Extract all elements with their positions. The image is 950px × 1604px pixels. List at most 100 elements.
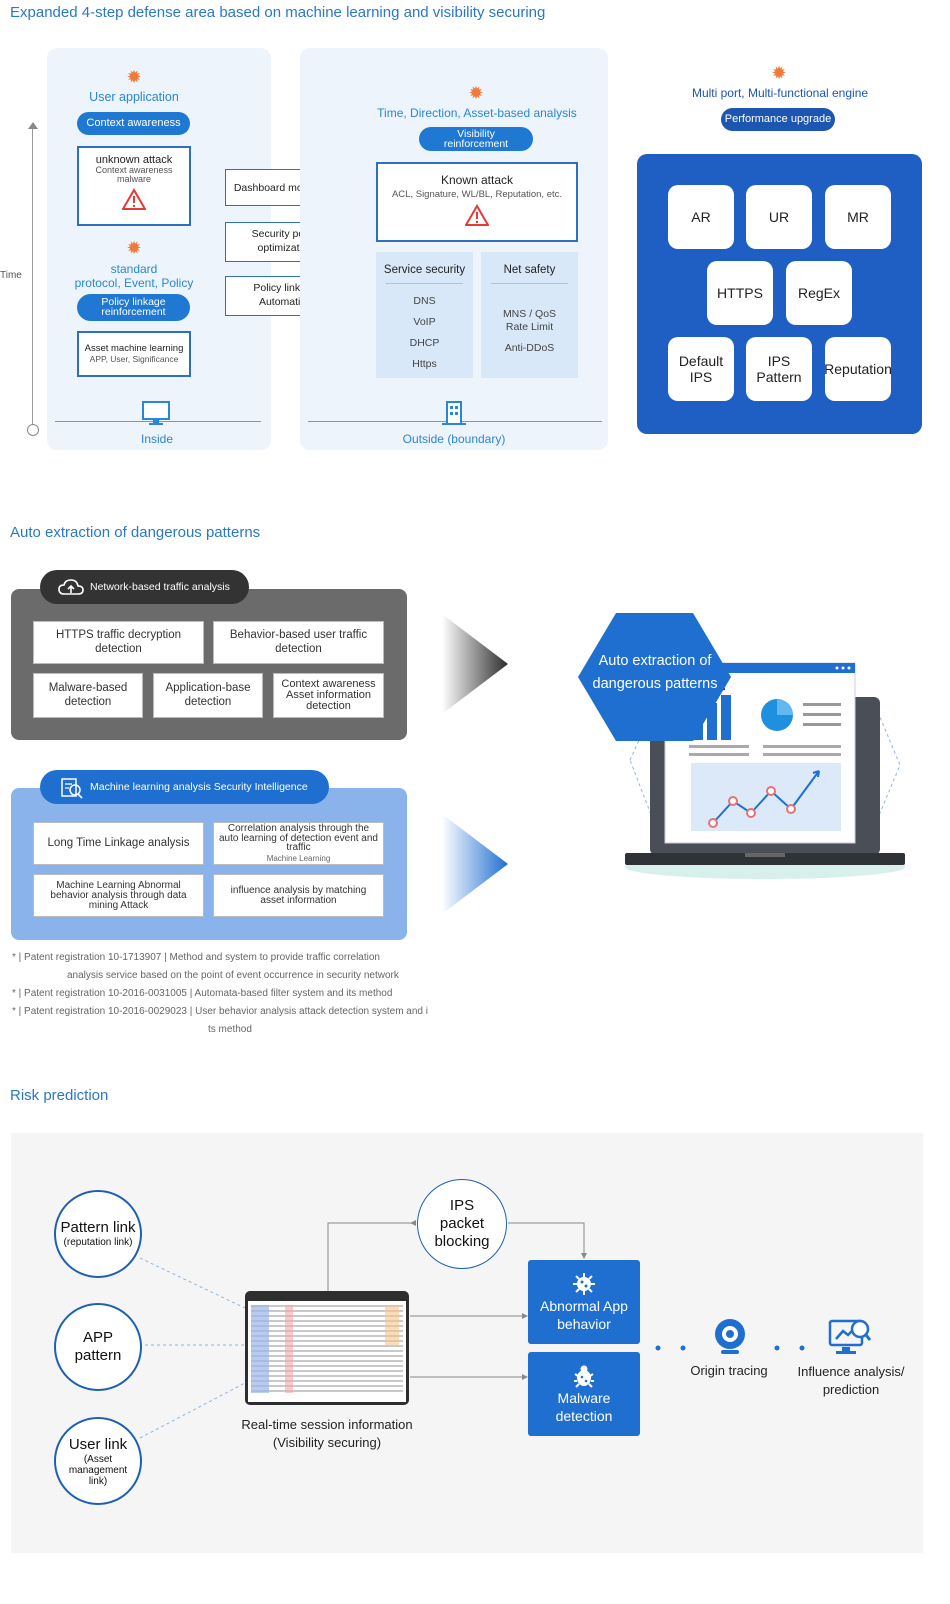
visibility-line1: Visibility xyxy=(457,128,495,140)
malware-detection-label: Malware detection xyxy=(555,1389,613,1424)
context-awareness-pill: Context awareness xyxy=(77,112,190,135)
net-safety-title: Net safety xyxy=(503,264,556,276)
service-item: DNS xyxy=(413,295,436,307)
net-item: Anti-DDoS xyxy=(504,342,555,354)
performance-upgrade-pill: Performance upgrade xyxy=(721,108,835,131)
bug-icon xyxy=(574,1365,594,1388)
engine-tile-default-ips: Default IPS xyxy=(668,337,734,401)
ml-box: Long Time Linkage analysis xyxy=(33,822,204,865)
influence-line2: prediction xyxy=(822,1382,880,1397)
arrow-blue-icon xyxy=(442,814,508,914)
abnormal-app-label: Abnormal App behavior xyxy=(540,1297,628,1332)
influence-line1: Influence analysis/ xyxy=(797,1364,905,1379)
pattern-link-circle: Pattern link (reputation link) xyxy=(54,1190,142,1278)
section-title-defense: Expanded 4-step defense area based on ma… xyxy=(10,4,546,21)
net-divider xyxy=(491,283,568,284)
engine-tile-ar: AR xyxy=(668,185,734,249)
asset-ml-title: Asset machine learning xyxy=(84,343,184,354)
service-security-column xyxy=(376,252,473,378)
engine-tile-mr: MR xyxy=(825,185,891,249)
security-policy-line2: optimization xyxy=(257,242,314,254)
laptop-illustration xyxy=(578,613,905,879)
pattern-link-label: Pattern link xyxy=(60,1219,136,1236)
engine-tile-https: HTTPS xyxy=(707,261,773,325)
service-item: Https xyxy=(412,358,437,370)
time-axis-arrow-icon xyxy=(28,122,38,129)
ips-blocking-circle: IPS packet blocking xyxy=(417,1179,507,1269)
session-line2: (Visibility securing) xyxy=(272,1435,382,1450)
policy-automation-line2: Automation xyxy=(258,296,313,308)
ml-analysis-icon xyxy=(61,778,83,799)
outside-title: Time, Direction, Asset-based analysis xyxy=(377,106,577,120)
star-icon: ✹ xyxy=(126,67,142,87)
session-table-screenshot xyxy=(245,1291,409,1405)
warning-icon xyxy=(464,204,490,226)
unknown-attack-sub2: malware xyxy=(116,174,151,184)
hex-label: Auto extraction of dangerous patterns xyxy=(592,653,718,692)
section-title-auto: Auto extraction of dangerous patterns xyxy=(10,524,261,541)
ml-box-correlation: Correlation analysis through the auto le… xyxy=(213,822,384,865)
network-box: HTTPS traffic decryption detection xyxy=(33,621,204,664)
standard-line1: standard xyxy=(110,262,158,276)
patent-line: ts method xyxy=(208,1024,252,1035)
asset-ml-sub: APP, User, Significance xyxy=(89,354,179,364)
ml-header-label: Machine learning analysis Security Intel… xyxy=(90,781,308,793)
network-box: Malware-based detection xyxy=(33,673,143,718)
webcam-icon xyxy=(715,1319,745,1354)
section-title-risk: Risk prediction xyxy=(10,1087,109,1104)
unknown-attack-box: unknown attack Context awareness malware xyxy=(77,146,191,226)
user-link-circle: User link (Asset management link) xyxy=(54,1417,142,1505)
network-header-label: Network-based traffic analysis xyxy=(90,581,230,593)
user-application-label: User application xyxy=(89,90,179,104)
outside-label: Outside (boundary) xyxy=(402,432,506,446)
arrow-gray-icon xyxy=(442,614,508,714)
known-attack-box: Known attack ACL, Signature, WL/BL, Repu… xyxy=(376,162,578,242)
patent-line: * | Patent registration 10-1713907 | Met… xyxy=(12,952,380,963)
session-label: Real-time session information (Visibilit… xyxy=(220,1416,434,1452)
net-item: Rate Limit xyxy=(505,321,554,333)
network-box: Context awareness Asset information dete… xyxy=(273,673,384,718)
star-icon: ✹ xyxy=(126,238,142,258)
visibility-line2: reinforcement xyxy=(443,138,509,150)
unknown-attack-sub1: Context awareness xyxy=(95,165,173,175)
app-pattern-circle: APP pattern xyxy=(54,1303,142,1391)
engine-tile-ips-pattern: IPS Pattern xyxy=(746,337,812,401)
unknown-attack-title: unknown attack xyxy=(95,154,173,166)
ml-box: influence analysis by matching asset inf… xyxy=(213,874,384,917)
network-box: Behavior-based user traffic detection xyxy=(213,621,384,664)
net-safety-column xyxy=(481,252,578,378)
known-attack-title: Known attack xyxy=(440,173,514,187)
session-line1: Real-time session information xyxy=(241,1417,413,1432)
time-axis xyxy=(32,126,33,428)
correlation-text: Correlation analysis through the auto le… xyxy=(218,823,378,854)
influence-analysis-label: Influence analysis/ prediction xyxy=(786,1363,916,1399)
service-security-title: Service security xyxy=(383,264,466,276)
asset-ml-box: Asset machine learning APP, User, Signif… xyxy=(77,331,191,377)
net-item: MNS / QoS xyxy=(502,308,557,320)
network-header xyxy=(40,570,249,604)
engine-title: Multi port, Multi-functional engine xyxy=(691,86,869,100)
network-box: Application-base detection xyxy=(153,673,263,718)
patent-line: * | Patent registration 10-2016-0029023 … xyxy=(12,1006,428,1017)
visibility-pill: Visibility reinforcement xyxy=(419,127,533,151)
user-link-label: User link xyxy=(68,1435,128,1453)
service-item: DHCP xyxy=(409,337,440,349)
risk-connectors xyxy=(139,1220,805,1439)
building-icon xyxy=(442,401,466,425)
star-icon: ✹ xyxy=(468,83,484,103)
abnormal-app-box: Abnormal App behavior xyxy=(528,1260,640,1344)
inside-label: Inside xyxy=(140,432,174,446)
origin-tracing-label: Origin tracing xyxy=(690,1363,768,1378)
time-label: Time xyxy=(0,270,22,281)
engine-tile-regex: RegEx xyxy=(786,261,852,325)
ml-box: Machine Learning Abnormal behavior analy… xyxy=(33,874,204,917)
warning-icon xyxy=(121,188,147,210)
policy-linkage-pill: Policy linkage reinforcement xyxy=(77,294,190,321)
known-attack-sub: ACL, Signature, WL/BL, Reputation, etc. xyxy=(391,189,563,200)
service-divider xyxy=(386,283,463,284)
user-link-sub: (Asset management link) xyxy=(68,1453,128,1487)
outside-panel xyxy=(300,48,608,450)
standard-line2: protocol, Event, Policy xyxy=(74,276,194,290)
ml-header xyxy=(40,770,329,804)
correlation-sub: Machine Learning xyxy=(266,853,331,863)
